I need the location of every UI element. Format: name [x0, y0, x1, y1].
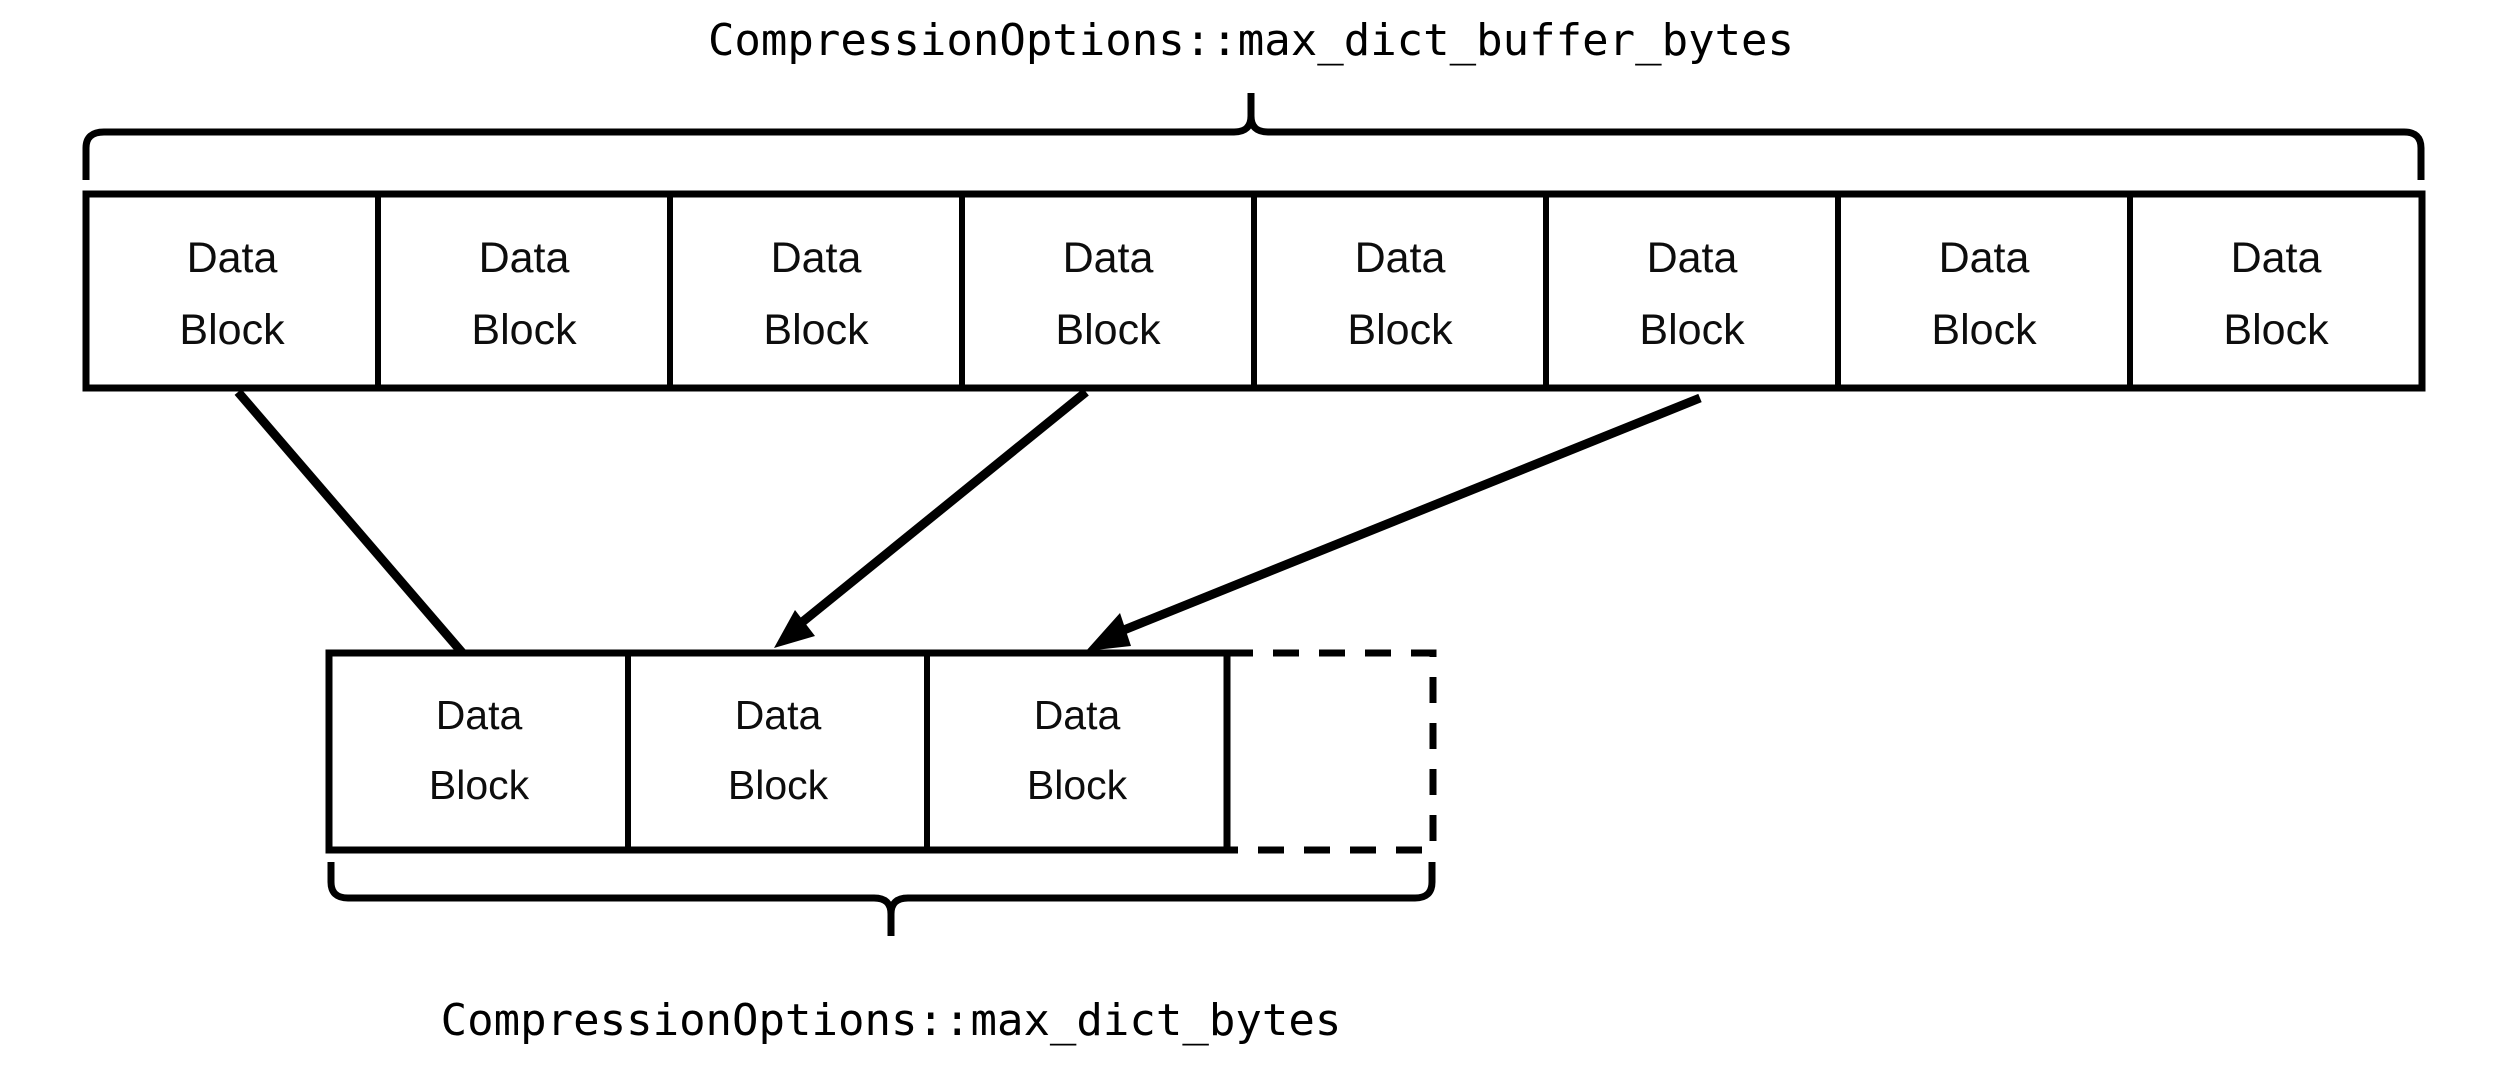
- top-brace-path: [82, 93, 2425, 180]
- top-block-1-line2: Block: [179, 306, 285, 354]
- arrow-1-line: [234, 389, 482, 674]
- top-brace: [82, 93, 2425, 180]
- top-block-4-line2: Block: [1055, 306, 1161, 354]
- bottom-block-3-line2: Block: [1027, 762, 1128, 808]
- top-block-8[interactable]: Data Block: [2223, 234, 2329, 354]
- top-block-7[interactable]: Data Block: [1931, 234, 2037, 354]
- top-block-5[interactable]: Data Block: [1347, 234, 1453, 354]
- top-block-4-line1: Data: [1063, 234, 1154, 282]
- top-block-6[interactable]: Data Block: [1639, 234, 1745, 354]
- top-block-3[interactable]: Data Block: [763, 234, 869, 354]
- bottom-brace: [327, 862, 1436, 936]
- bottom-brace-label: CompressionOptions::max_dict_bytes: [441, 995, 1342, 1046]
- bottom-brace-path: [327, 862, 1436, 936]
- arrow-2-head: [774, 610, 815, 648]
- bottom-block-3-line1: Data: [1034, 692, 1121, 738]
- top-block-3-line2: Block: [763, 306, 869, 354]
- arrow-3-head-tri: [1086, 613, 1131, 651]
- bottom-block-2-line2: Block: [728, 762, 829, 808]
- top-row-blocks: Data Block Data Block Data Block Data Bl…: [82, 190, 2426, 392]
- top-block-7-line2: Block: [1931, 306, 2037, 354]
- top-block-1[interactable]: Data Block: [179, 234, 285, 354]
- top-block-2[interactable]: Data Block: [471, 234, 577, 354]
- top-block-7-line1: Data: [1939, 234, 2030, 282]
- top-block-6-line1: Data: [1647, 234, 1738, 282]
- arrow-3: [1086, 393, 1702, 651]
- top-block-1-line1: Data: [187, 234, 278, 282]
- bottom-block-2-line1: Data: [735, 692, 822, 738]
- bottom-block-2[interactable]: Data Block: [728, 692, 829, 808]
- bottom-block-4-dashed[interactable]: [1223, 649, 1437, 854]
- bottom-block-1-line1: Data: [436, 692, 523, 738]
- top-block-8-line1: Data: [2231, 234, 2322, 282]
- top-block-2-line2: Block: [471, 306, 577, 354]
- bottom-row-blocks: Data Block Data Block Data Block: [325, 649, 1437, 854]
- top-block-6-line2: Block: [1639, 306, 1745, 354]
- arrow-1: [234, 389, 492, 688]
- top-brace-label: CompressionOptions::max_dict_buffer_byte…: [708, 15, 1794, 66]
- arrow-3-line: [1102, 393, 1702, 643]
- arrow-2: [774, 388, 1089, 648]
- bottom-row-outline: [325, 649, 1231, 854]
- arrow-2-line: [787, 388, 1089, 636]
- bottom-block-1[interactable]: Data Block: [429, 692, 530, 808]
- bottom-block-3[interactable]: Data Block: [1027, 692, 1128, 808]
- bottom-block-1-line2: Block: [429, 762, 530, 808]
- top-block-3-line1: Data: [771, 234, 862, 282]
- top-block-5-line2: Block: [1347, 306, 1453, 354]
- top-block-8-line2: Block: [2223, 306, 2329, 354]
- top-block-4[interactable]: Data Block: [1055, 234, 1161, 354]
- top-block-5-line1: Data: [1355, 234, 1446, 282]
- top-block-2-line1: Data: [479, 234, 570, 282]
